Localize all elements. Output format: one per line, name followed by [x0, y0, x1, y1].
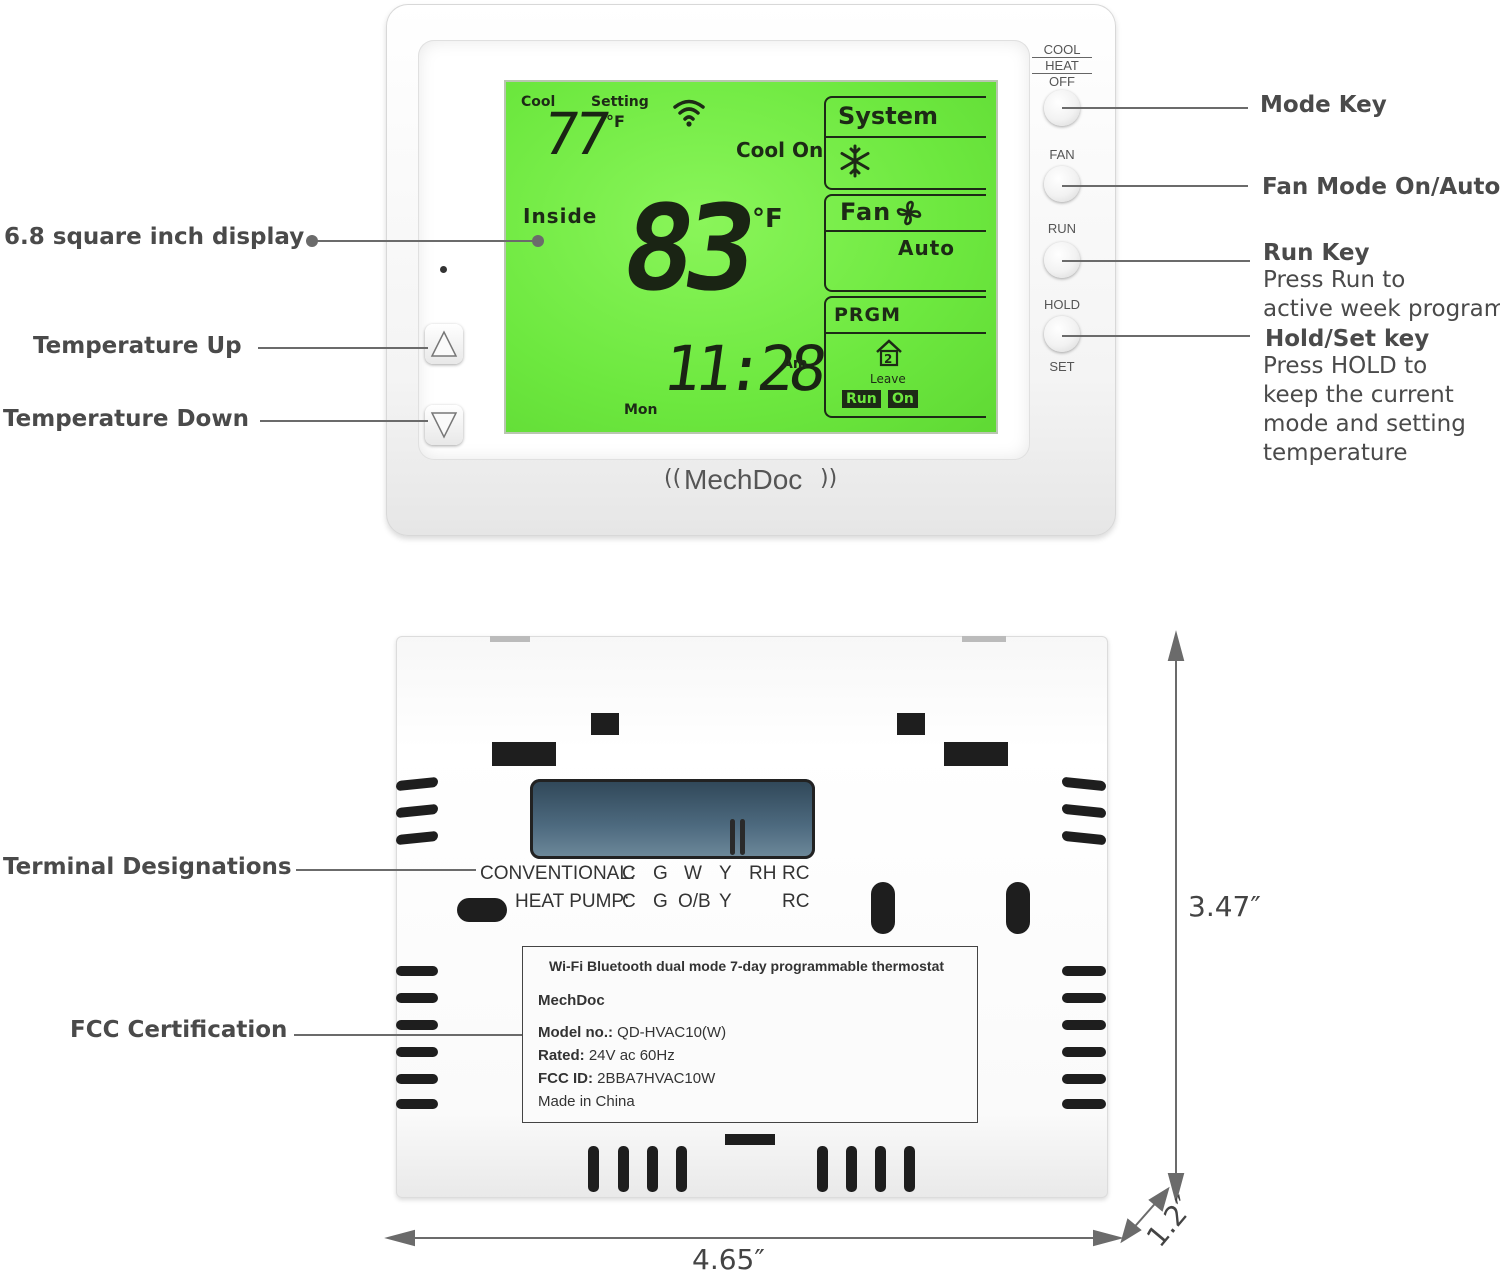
callout-terminal: Terminal Designations [3, 854, 292, 880]
heat-pump-terminal-c: C [622, 891, 636, 912]
height-dimension: 3.47″ [1188, 890, 1261, 923]
callout-mode-key: Mode Key [1260, 92, 1387, 118]
mode-button-label: COOL HEAT OFF [1032, 42, 1092, 89]
wifi-icon [673, 99, 705, 127]
conventional-terminal-w: W [684, 863, 702, 884]
brand-name: MechDoc [684, 464, 803, 495]
callout-display: 6.8 square inch display [4, 224, 305, 250]
callout-temp-down: Temperature Down [3, 406, 249, 432]
mount-slot [944, 742, 1008, 766]
setting-label: Setting [591, 94, 649, 110]
cool-label: Cool [521, 94, 556, 110]
setting-unit: °F [606, 112, 625, 131]
run-badge: Run [842, 390, 881, 408]
conventional-terminal-g: G [653, 863, 668, 884]
system-panel: System [824, 96, 986, 190]
prgm-event: Leave [870, 372, 906, 386]
callout-temp-up: Temperature Up [33, 333, 242, 359]
fan-icon [896, 200, 922, 226]
callout-fan-mode: Fan Mode On/Auto [1262, 174, 1500, 200]
on-badge: On [888, 390, 918, 408]
rated-key: Rated: [538, 1047, 585, 1064]
callout-run-desc: Press Run to active week program [1263, 267, 1500, 322]
heat-pump-terminal-g: G [653, 891, 668, 912]
brand-logo: (( MechDoc )) [664, 464, 838, 495]
cool-on-status: Cool On [736, 138, 824, 162]
mount-slot [492, 742, 556, 766]
heat-pump-terminal-rc: RC [782, 891, 810, 912]
fcc-label: Wi-Fi Bluetooth dual mode 7-day programm… [522, 946, 978, 1123]
callout-hold-key: Hold/Set key [1265, 326, 1430, 352]
conventional-label: CONVENTIONAL: [480, 863, 636, 884]
hold-set-button[interactable] [1044, 316, 1080, 352]
house-icon [876, 339, 902, 367]
callout-run-key: Run Key [1263, 240, 1370, 266]
fcc-id-value: 2BBA7HVAC10W [597, 1070, 716, 1087]
prgm-period: 2 [884, 352, 893, 366]
triangle-up-icon [430, 330, 458, 357]
label-title: Wi-Fi Bluetooth dual mode 7-day programm… [549, 958, 945, 974]
day-indicator: Mon [624, 402, 658, 418]
conventional-terminal-c: C [622, 863, 636, 884]
model-value: QD-HVAC10(W) [617, 1024, 727, 1041]
fcc-id-key: FCC ID: [538, 1070, 593, 1087]
mount-slot [591, 713, 619, 735]
label-brand: MechDoc [538, 992, 605, 1009]
triangle-down-icon [430, 412, 458, 439]
set-button-label: SET [1049, 359, 1075, 374]
callout-fcc: FCC Certification [70, 1017, 288, 1043]
origin-text: Made in China [538, 1093, 635, 1110]
terminal-window [530, 779, 815, 859]
heat-pump-terminal-ob: O/B [678, 891, 711, 912]
snowflake-icon [840, 144, 870, 178]
am-pm-indicator: Am [782, 356, 808, 372]
model-key: Model no.: [538, 1024, 613, 1041]
prgm-title: PRGM [834, 304, 902, 326]
conventional-terminal-y: Y [719, 863, 732, 884]
program-panel: PRGM 2 Leave Run On [824, 296, 986, 418]
conventional-terminal-rc: RC [782, 863, 810, 884]
inside-label: Inside [523, 204, 598, 228]
temperature-down-button[interactable] [425, 405, 463, 445]
fan-mode-value: Auto [898, 236, 956, 260]
fan-button-label: FAN [1049, 147, 1075, 162]
inside-unit: °F [752, 204, 783, 234]
temperature-up-button[interactable] [425, 324, 463, 364]
lcd-display: Cool Setting 77 °F Cool On Inside 83 °F … [506, 82, 996, 432]
run-button-label: RUN [1047, 221, 1077, 236]
callout-hold-desc: Press HOLD to keep the current mode and … [1263, 353, 1466, 466]
system-title: System [838, 102, 938, 130]
fan-title: Fan [840, 198, 892, 226]
status-led [440, 266, 447, 273]
fan-button[interactable] [1044, 166, 1080, 202]
heat-pump-label: HEAT PUMP: [515, 891, 630, 912]
mount-slot [897, 713, 925, 735]
width-dimension: 4.65″ [692, 1243, 765, 1276]
hold-button-label: HOLD [1043, 297, 1081, 312]
fan-panel: Fan Auto [824, 194, 986, 292]
rated-value: 24V ac 60Hz [588, 1047, 675, 1064]
heat-pump-terminal-y: Y [719, 891, 732, 912]
conventional-terminal-rh: RH [749, 863, 777, 884]
